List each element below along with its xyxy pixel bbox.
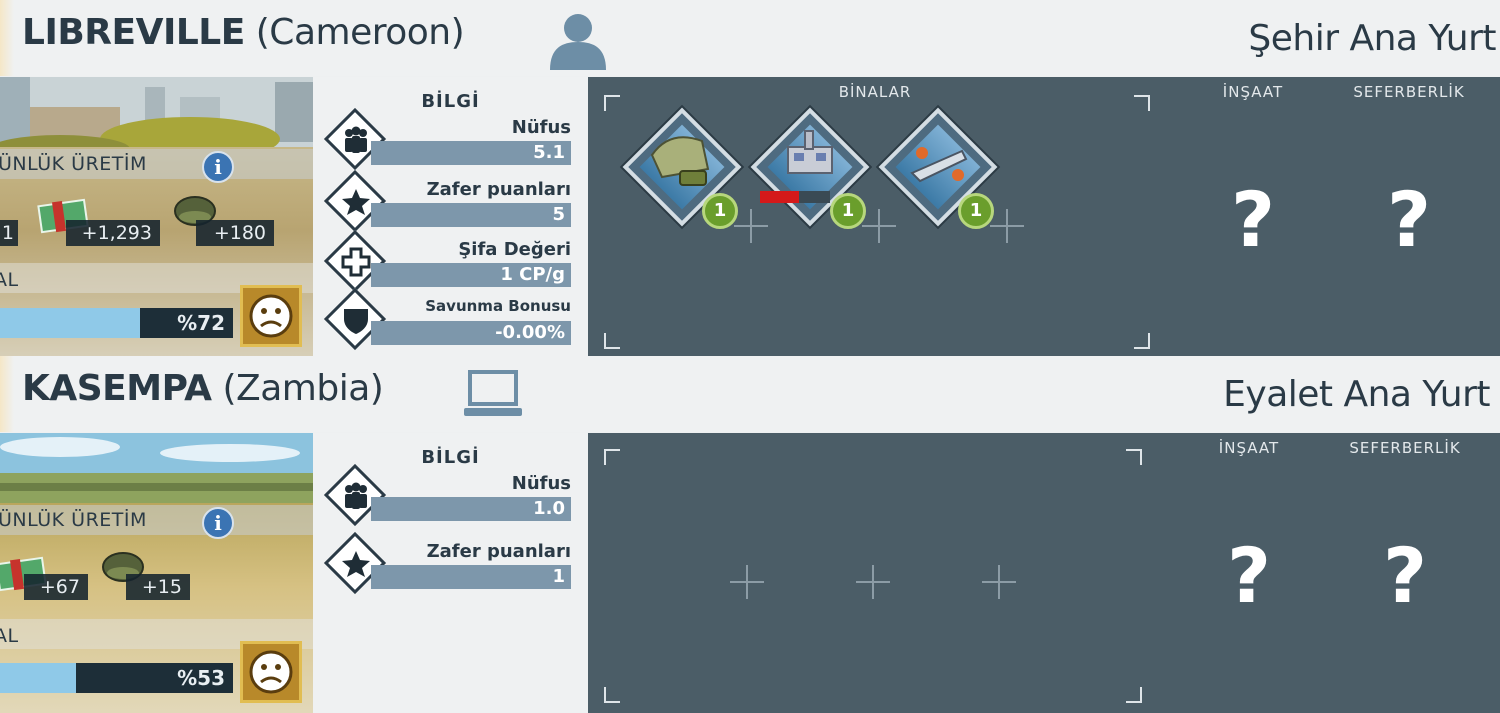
info-value: 1.0 xyxy=(371,497,571,521)
population-icon xyxy=(345,126,367,153)
resource-value: +180 xyxy=(196,220,274,246)
city-name: KASEMPA xyxy=(22,368,212,409)
city-title: KASEMPA (Zambia) xyxy=(22,368,384,409)
info-value: 5.1 xyxy=(371,141,571,165)
info-value: 1 xyxy=(371,565,571,589)
manpower-icon xyxy=(174,196,216,226)
heal-icon xyxy=(341,247,371,277)
city-card-libreville[interactable]: LIBREVILLE (Cameroon) Şehir Ana Yurt ÜNL… xyxy=(0,0,1500,357)
morale-bar: %53 xyxy=(0,663,233,693)
city-photo-panel: ÜNLÜK ÜRETİM i +67 +15 AL %53 xyxy=(0,433,313,713)
construction-label: İNŞAAT xyxy=(1222,83,1284,101)
city-header: LIBREVILLE (Cameroon) Şehir Ana Yurt xyxy=(0,0,1500,76)
add-building-slot[interactable] xyxy=(734,209,768,243)
mobilization-label: SEFERBERLİK xyxy=(1353,83,1465,101)
shield-icon xyxy=(344,309,368,334)
morale-percent: %72 xyxy=(177,311,225,335)
info-title: BİLGİ xyxy=(421,91,480,112)
construction-progress-bar xyxy=(760,191,830,203)
laptop-icon xyxy=(462,368,524,424)
info-value: 5 xyxy=(371,203,571,227)
morale-label: AL xyxy=(0,269,19,291)
building-level-badge: 1 xyxy=(958,193,994,229)
city-name: LIBREVILLE xyxy=(22,12,245,53)
construction-label: İNŞAAT xyxy=(1218,439,1280,457)
add-building-slot[interactable] xyxy=(862,209,896,243)
info-label: Nüfus xyxy=(511,473,571,494)
mobilization-slot[interactable]: ? xyxy=(1382,531,1428,620)
buildings-panel: BİNALAR 1 1 xyxy=(588,77,1500,357)
add-building-slot[interactable] xyxy=(990,209,1024,243)
buildings-panel: İNŞAAT SEFERBERLİK ? ? xyxy=(588,433,1500,713)
resource-value: +67 xyxy=(24,574,88,600)
production-label: ÜNLÜK ÜRETİM xyxy=(0,153,147,175)
info-label: Nüfus xyxy=(511,117,571,138)
city-card-kasempa[interactable]: KASEMPA (Zambia) Eyalet Ana Yurt ÜNLÜK Ü… xyxy=(0,356,1500,713)
construction-slot[interactable]: ? xyxy=(1230,175,1276,264)
info-label: Savunma Bonusu xyxy=(425,297,571,315)
industry-building-icon[interactable]: 1 xyxy=(750,107,870,229)
city-title: LIBREVILLE (Cameroon) xyxy=(22,12,465,53)
sad-face-icon xyxy=(240,285,302,347)
construction-progress-fill xyxy=(760,191,800,203)
morale-bar-fill xyxy=(0,308,140,338)
info-panel: BİLGİ Nüfus 1.0 Zafer puanları 1 xyxy=(313,433,588,713)
production-label: ÜNLÜK ÜRETİM xyxy=(0,509,147,531)
add-building-slot[interactable] xyxy=(982,565,1016,599)
info-row-victory-points: Zafer puanları 5 xyxy=(323,169,571,233)
morale-bar-fill xyxy=(0,663,76,693)
population-icon xyxy=(345,482,367,509)
mobilization-label: SEFERBERLİK xyxy=(1349,439,1461,457)
city-country: (Zambia) xyxy=(222,368,384,409)
city-landscape-image xyxy=(0,433,313,523)
info-panel: BİLGİ Nüfus 5.1 Zafer puanları 5 Şifa De… xyxy=(313,77,588,357)
info-value: 1 CP/g xyxy=(371,263,571,287)
building-level-badge: 1 xyxy=(702,193,738,229)
info-label: Zafer puanları xyxy=(426,179,571,200)
city-photo-panel: ÜNLÜK ÜRETİM i 1 +1,293 +180 AL %72 xyxy=(0,77,313,357)
sad-face-icon xyxy=(240,641,302,703)
info-row-defense-bonus: Savunma Bonusu -0.00% xyxy=(323,287,571,351)
morale-bar: %72 xyxy=(0,308,233,338)
resource-value: +1,293 xyxy=(66,220,160,246)
add-building-slot[interactable] xyxy=(730,565,764,599)
city-type: Şehir Ana Yurt xyxy=(1248,18,1496,59)
info-value: -0.00% xyxy=(371,321,571,345)
info-label: Zafer puanları xyxy=(426,541,571,562)
info-row-victory-points: Zafer puanları 1 xyxy=(323,531,571,595)
info-title: BİLGİ xyxy=(421,447,480,468)
info-button[interactable]: i xyxy=(202,507,234,539)
barracks-building-icon[interactable]: 1 xyxy=(622,107,742,229)
info-row-heal: Şifa Değeri 1 CP/g xyxy=(323,229,571,293)
info-row-population: Nüfus 5.1 xyxy=(323,107,571,171)
buildings-title: BİNALAR xyxy=(838,83,912,101)
info-label: Şifa Değeri xyxy=(458,239,571,260)
resource-value: +15 xyxy=(126,574,190,600)
star-icon xyxy=(342,189,370,215)
resource-value: 1 xyxy=(0,220,18,246)
morale-label: AL xyxy=(0,625,19,647)
info-row-population: Nüfus 1.0 xyxy=(323,463,571,527)
building-level-badge: 1 xyxy=(830,193,866,229)
user-icon xyxy=(548,8,608,74)
info-button[interactable]: i xyxy=(202,151,234,183)
construction-slot[interactable]: ? xyxy=(1226,531,1272,620)
city-header: KASEMPA (Zambia) Eyalet Ana Yurt xyxy=(0,356,1500,432)
airfield-building-icon[interactable]: 1 xyxy=(878,107,998,229)
mobilization-slot[interactable]: ? xyxy=(1386,175,1432,264)
city-type: Eyalet Ana Yurt xyxy=(1223,374,1490,415)
add-building-slot[interactable] xyxy=(856,565,890,599)
city-country: (Cameroon) xyxy=(255,12,465,53)
morale-percent: %53 xyxy=(177,666,225,690)
star-icon xyxy=(342,551,370,577)
